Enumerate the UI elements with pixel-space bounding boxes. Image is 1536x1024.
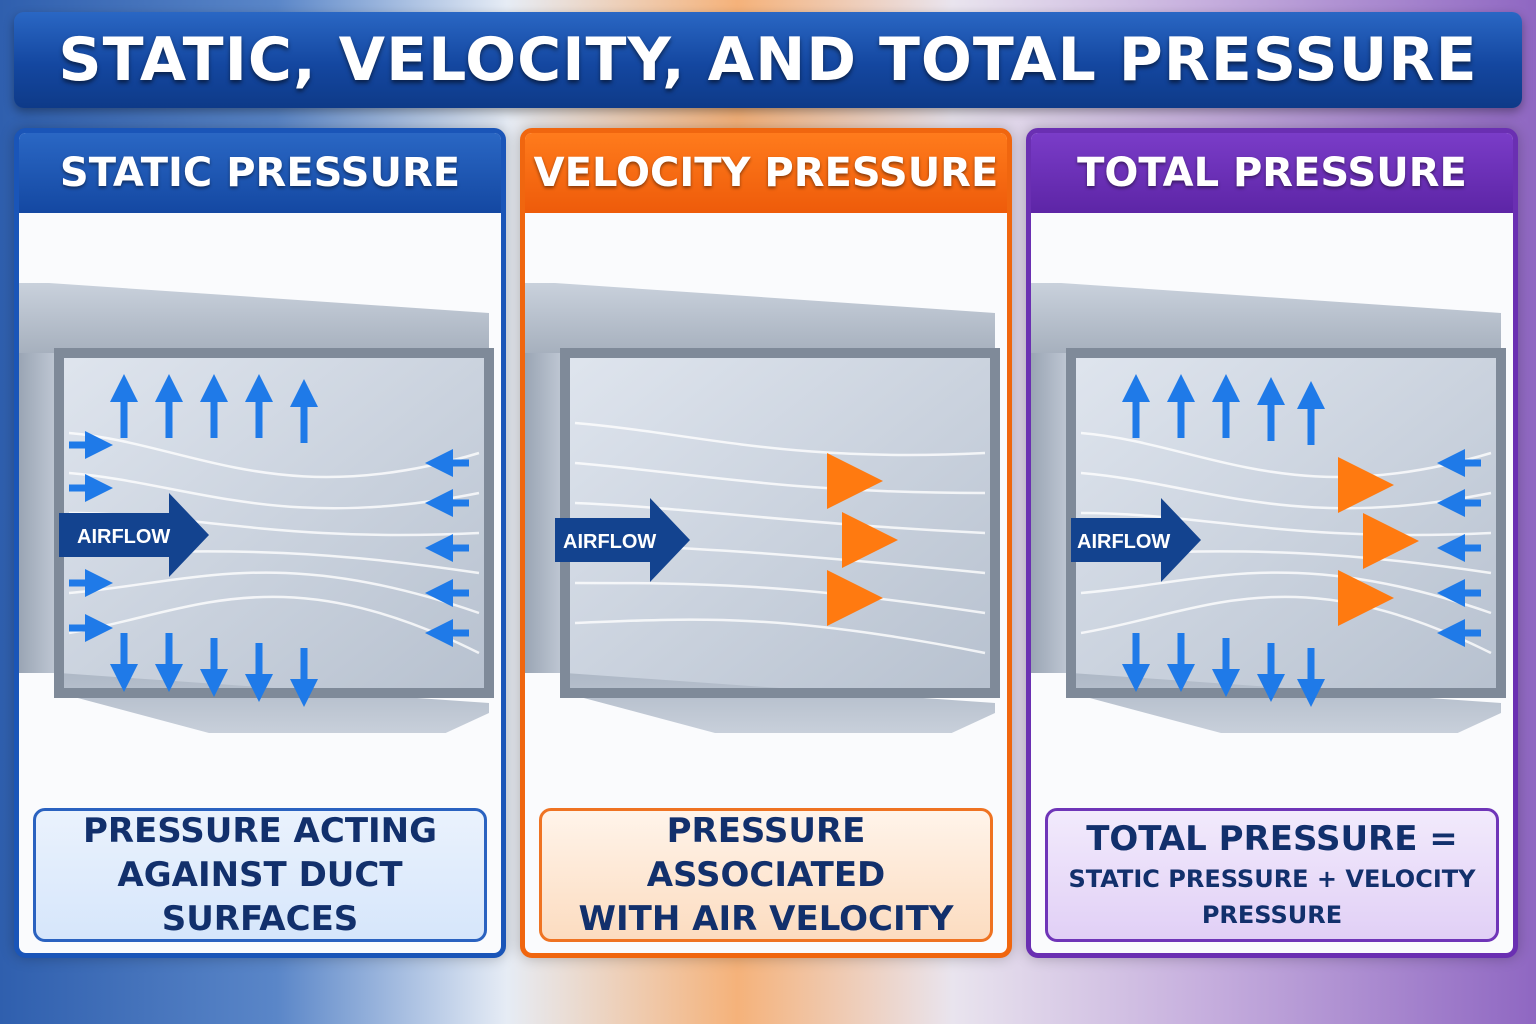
caption-velocity-line2: WITH AIR VELOCITY: [578, 899, 954, 939]
panel-header-static: STATIC PRESSURE: [19, 133, 501, 213]
airflow-arrow-icon: [59, 493, 209, 577]
caption-velocity: PRESSURE ASSOCIATED WITH AIR VELOCITY: [539, 808, 993, 942]
caption-velocity-line1: PRESSURE ASSOCIATED: [646, 811, 886, 895]
outward-pressure-arrow-icon: [1122, 374, 1481, 707]
duct-illustration-static: AIRFLOW: [19, 213, 501, 733]
panel-total-pressure: TOTAL PRESSURE: [1026, 128, 1518, 958]
title-banner: STATIC, VELOCITY, AND TOTAL PRESSURE: [14, 12, 1522, 108]
velocity-arrow-icon: [685, 453, 898, 626]
airflow-label: AIRFLOW: [77, 526, 170, 548]
duct-illustration-total: AIRFLOW: [1031, 213, 1513, 733]
caption-total-line1: TOTAL PRESSURE =: [1086, 819, 1458, 859]
caption-static-line2: AGAINST DUCT SURFACES: [117, 855, 403, 939]
caption-static: PRESSURE ACTING AGAINST DUCT SURFACES: [33, 808, 487, 942]
velocity-arrow-icon: [1201, 457, 1419, 626]
airflow-arrow-icon: [555, 498, 690, 582]
panel-header-velocity: VELOCITY PRESSURE: [525, 133, 1007, 213]
panel-header-total: TOTAL PRESSURE: [1031, 133, 1513, 213]
caption-total: TOTAL PRESSURE = STATIC PRESSURE + VELOC…: [1045, 808, 1499, 942]
airflow-label: AIRFLOW: [1077, 531, 1170, 553]
panel-static-pressure: STATIC PRESSURE: [14, 128, 506, 958]
caption-static-line1: PRESSURE ACTING: [82, 811, 438, 851]
duct-illustration-velocity: AIRFLOW: [525, 213, 1007, 733]
panel-velocity-pressure: VELOCITY PRESSURE: [520, 128, 1012, 958]
airflow-label: AIRFLOW: [563, 531, 656, 553]
airflow-arrow-icon: [1071, 498, 1201, 582]
page-title: STATIC, VELOCITY, AND TOTAL PRESSURE: [58, 25, 1478, 95]
caption-total-line2: STATIC PRESSURE + VELOCITY PRESSURE: [1068, 865, 1476, 929]
outward-pressure-arrow-icon: [69, 374, 469, 707]
